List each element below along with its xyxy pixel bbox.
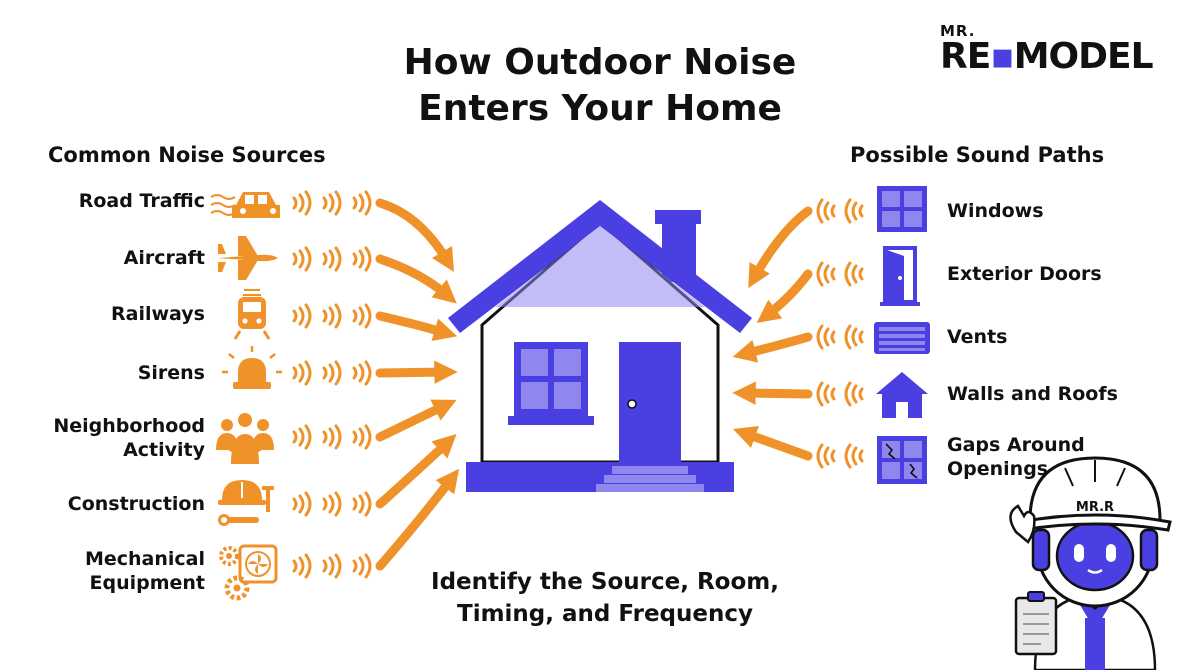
logo-accent-square: ▪ (990, 36, 1014, 77)
title-line-1: How Outdoor Noise (403, 42, 797, 83)
paths-heading: Possible Sound Paths (850, 143, 1105, 167)
arrow-exterior-doors (756, 269, 813, 324)
cracked-window-icon (877, 436, 927, 484)
source-label-road-traffic: Road Traffic (78, 190, 205, 212)
sound-wave-icon (292, 246, 372, 272)
left-sound-waves (292, 190, 372, 579)
path-label-exterior-doors: Exterior Doors (947, 263, 1102, 285)
left-arrows (375, 198, 460, 571)
sound-wave-icon (292, 360, 372, 386)
window-icon (877, 186, 927, 232)
source-label-line: Neighborhood (53, 415, 205, 437)
vent-icon (874, 322, 930, 354)
bottom-caption-line-1: Identify the Source, Room, (431, 569, 779, 595)
page-title: How Outdoor Noise Enters Your Home (300, 40, 900, 132)
source-label-line: Equipment (89, 572, 205, 594)
logo-main-end: MODEL (1013, 36, 1154, 77)
source-label-mechanical-equipment: Mechanical Equipment (85, 547, 205, 595)
arrow-road-traffic (375, 198, 454, 273)
path-label-walls-roofs: Walls and Roofs (947, 383, 1118, 405)
path-label-line: Gaps Around (947, 434, 1085, 456)
arrow-sirens (375, 360, 458, 384)
train-icon (233, 289, 271, 340)
sound-wave-icon (816, 443, 864, 469)
arrow-vents (732, 332, 813, 363)
right-arrows (732, 206, 813, 461)
logo-small-text: MR. (940, 22, 976, 40)
hardhat-tools-icon (218, 480, 274, 526)
right-sound-waves (816, 198, 864, 469)
bottom-caption-line-2: Timing, and Frequency (457, 601, 753, 627)
source-label-aircraft: Aircraft (123, 247, 205, 269)
arrow-railways (375, 311, 458, 341)
door-icon (880, 246, 920, 306)
sound-wave-icon (292, 424, 372, 450)
arrow-gaps (732, 425, 813, 461)
source-label-line: Activity (123, 439, 205, 461)
clipboard-icon (1014, 591, 1058, 656)
arrow-mechanical (375, 468, 460, 571)
mascot-robot (1009, 456, 1172, 670)
path-label-windows: Windows (947, 200, 1044, 222)
bottom-caption: Identify the Source, Room, Timing, and F… (380, 566, 830, 630)
house-door (619, 342, 681, 462)
mascot-helmet-text: MR.R (1075, 500, 1115, 515)
arrow-walls-roofs (732, 381, 813, 405)
sound-wave-icon (292, 491, 372, 517)
sources-heading: Common Noise Sources (48, 143, 326, 167)
title-line-2: Enters Your Home (418, 88, 782, 129)
source-label-railways: Railways (111, 303, 205, 325)
arrow-construction (375, 434, 457, 509)
siren-icon (222, 346, 282, 389)
source-label-construction: Construction (67, 493, 205, 515)
logo-main-start: RE (940, 36, 991, 77)
sound-wave-icon (292, 303, 372, 329)
house-icon (876, 372, 928, 418)
source-label-sirens: Sirens (137, 362, 205, 384)
sound-wave-icon (816, 381, 864, 407)
source-label-neighborhood-activity: Neighborhood Activity (53, 414, 205, 462)
sound-wave-icon (816, 261, 864, 287)
arrow-neighborhood (375, 399, 457, 442)
path-label-vents: Vents (947, 326, 1008, 348)
house-illustration (448, 200, 752, 492)
car-icon (210, 192, 280, 218)
sound-wave-icon (292, 190, 372, 216)
sound-wave-icon (816, 324, 864, 350)
fan-gears-icon (219, 544, 278, 601)
path-label-line: Openings (947, 458, 1049, 480)
source-label-line: Mechanical (84, 548, 205, 570)
arrow-aircraft (375, 254, 457, 304)
arrow-windows (748, 206, 813, 289)
sound-wave-icon (292, 553, 372, 579)
house-window (508, 342, 594, 425)
logo: RE▪MODEL (940, 36, 1154, 77)
sound-wave-icon (816, 198, 864, 224)
people-icon (216, 413, 274, 464)
path-label-gaps-openings: Gaps Around Openings (947, 433, 1085, 481)
airplane-icon (218, 236, 278, 280)
